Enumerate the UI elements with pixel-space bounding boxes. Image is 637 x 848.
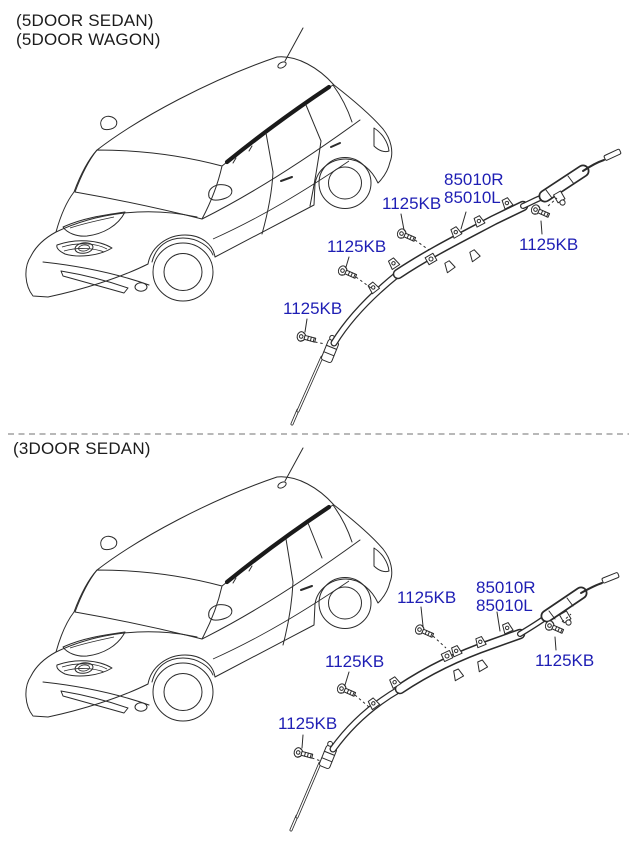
variant-label-5door-sedan: (5DOOR SEDAN) (16, 11, 154, 30)
leader-line (301, 734, 304, 749)
bolt-callout-label[interactable]: 1125KB (519, 235, 579, 254)
bottom-callouts (292, 606, 572, 762)
top-callouts (295, 197, 558, 346)
bolt-icon (529, 203, 552, 221)
variant-header-bottom: (3DOOR SEDAN) (13, 439, 151, 458)
leader-line (554, 636, 557, 651)
leader-line (460, 211, 467, 230)
leader-line (345, 256, 350, 268)
leader-dash (354, 694, 370, 708)
bolt-icon (292, 746, 314, 762)
leader-dash (414, 239, 430, 251)
part-code-group-top: 85010R 85010L (444, 171, 504, 207)
bolt-icon (295, 330, 317, 346)
leader-dash (311, 757, 322, 762)
roof-pointer-line (284, 447, 304, 482)
bolt-callout-label[interactable]: 1125KB (397, 588, 457, 607)
leader-line (540, 220, 543, 235)
leader-line (496, 611, 501, 632)
part-code-85010R[interactable]: 85010R (476, 578, 536, 597)
part-code-85010R[interactable]: 85010R (444, 170, 504, 189)
leader-dash (547, 197, 558, 207)
bolt-icon (543, 619, 566, 637)
leader-line (400, 213, 405, 231)
curtain-airbag-assembly-3door (289, 572, 620, 832)
bolt-callout-label[interactable]: 1125KB (382, 194, 442, 213)
variant-label-5door-wagon: (5DOOR WAGON) (16, 30, 161, 49)
leader-dash (561, 613, 572, 623)
leader-dash (432, 635, 447, 649)
roof-pointer-line (284, 27, 304, 62)
bolt-callout-label[interactable]: 1125KB (327, 237, 387, 256)
curtain-airbag-location-band (224, 504, 332, 585)
curtain-airbag-location-band (224, 84, 332, 165)
part-code-85010L[interactable]: 85010L (476, 596, 533, 615)
bolt-icon (395, 227, 418, 245)
bolt-icon (335, 682, 358, 700)
variant-header-top: (5DOOR SEDAN) (5DOOR WAGON) (16, 11, 161, 49)
roof-marker-oval (277, 481, 287, 489)
bolt-callout-label[interactable]: 1125KB (283, 299, 343, 318)
leader-line (344, 671, 350, 686)
variant-label-3door-sedan: (3DOOR SEDAN) (13, 439, 151, 458)
part-code-85010L[interactable]: 85010L (444, 188, 501, 207)
car-5door-illustration (25, 27, 393, 302)
bolt-callout-label[interactable]: 1125KB (535, 651, 595, 670)
roof-marker-oval (277, 61, 287, 69)
bolt-icon (336, 264, 359, 282)
bolt-icon (413, 623, 436, 641)
curtain-airbag-assembly-5door (290, 148, 622, 426)
leader-line (420, 606, 424, 627)
leader-dash (314, 341, 326, 345)
leader-line (304, 318, 308, 333)
car-3door-illustration (25, 447, 393, 722)
bolt-callout-label[interactable]: 1125KB (278, 714, 338, 733)
part-code-group-bottom: 85010R 85010L (476, 579, 536, 615)
bolt-callout-label[interactable]: 1125KB (325, 652, 385, 671)
